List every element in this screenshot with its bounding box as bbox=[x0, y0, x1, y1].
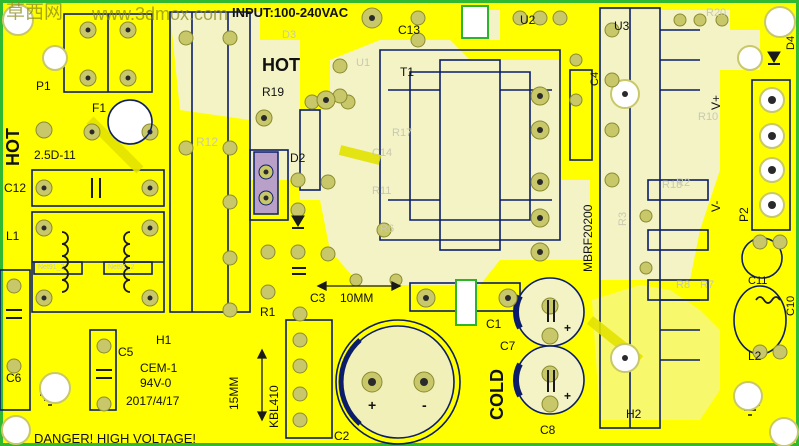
warning-label: DANGER! HIGH VOLTAGE! bbox=[34, 431, 197, 446]
diode-part-label: MBRF20200 bbox=[581, 204, 595, 272]
flammability-label: 94V-0 bbox=[140, 376, 172, 390]
designator-r20: R20 bbox=[706, 7, 727, 19]
net-label-left: Net91_2 bbox=[38, 264, 65, 271]
designator-r7: R7 bbox=[700, 279, 715, 291]
designator-r1: R1 bbox=[260, 305, 276, 319]
slot-fuse bbox=[110, 124, 150, 132]
fuse-rating-label: 2.5D-11 bbox=[34, 148, 76, 162]
designator-c1: C1 bbox=[486, 317, 502, 331]
electrolytic-caps bbox=[338, 277, 585, 439]
capacitor-symbols bbox=[6, 178, 555, 392]
date-label: 2017/4/17 bbox=[126, 394, 180, 408]
designator-c6: C6 bbox=[6, 371, 22, 385]
designator-l2: L2 bbox=[748, 349, 762, 363]
designator-c14: C14 bbox=[372, 147, 393, 159]
hot-label: HOT bbox=[262, 55, 300, 75]
designator-u2: U2 bbox=[520, 13, 536, 27]
designator-r6: R6 bbox=[380, 223, 395, 235]
watermark-url: www.3dmox.com bbox=[92, 4, 229, 24]
dimension-10mm-label: 10MM bbox=[340, 291, 374, 305]
designator-p2: P2 bbox=[737, 207, 751, 222]
net-label-right: Net91_2 bbox=[108, 264, 135, 271]
designator-c13: C13 bbox=[398, 23, 421, 37]
designator-h2: H2 bbox=[626, 407, 642, 421]
designator-r17: R17 bbox=[392, 127, 413, 139]
input-rating-label: INPUT:100-240VAC bbox=[232, 5, 349, 20]
designator-r3: R3 bbox=[617, 211, 629, 226]
designator-c8: C8 bbox=[540, 423, 556, 437]
dimension-arrows bbox=[256, 280, 402, 422]
designator-u1: U1 bbox=[356, 57, 371, 69]
designator-c5: C5 bbox=[118, 345, 134, 359]
designator-c12: C12 bbox=[4, 181, 27, 195]
c8-pos-mark: + bbox=[564, 389, 572, 403]
watermark-site-name: 草西网 bbox=[6, 2, 64, 23]
c2-neg-mark: - bbox=[422, 397, 427, 413]
designator-c2: C2 bbox=[334, 429, 350, 443]
designator-l1: L1 bbox=[6, 229, 20, 243]
designator-h1: H1 bbox=[156, 333, 172, 347]
designator-r12: R12 bbox=[196, 135, 219, 149]
designator-c10: C10 bbox=[785, 295, 797, 316]
output-positive-label: V+ bbox=[709, 94, 723, 110]
designator-u3: U3 bbox=[614, 19, 630, 33]
designator-d3: D3 bbox=[282, 29, 297, 41]
designator-c3: C3 bbox=[310, 291, 326, 305]
slot-top bbox=[461, 5, 489, 39]
component-outlines bbox=[0, 7, 791, 445]
dimension-15mm-label: 15MM bbox=[227, 376, 241, 410]
designator-r10: R10 bbox=[698, 111, 719, 123]
designator-r13: R13 bbox=[662, 179, 683, 191]
designator-t1: T1 bbox=[400, 65, 415, 79]
designator-c11: C11 bbox=[748, 275, 768, 287]
designator-p1: P1 bbox=[36, 79, 51, 93]
c7-pos-mark: + bbox=[564, 321, 572, 335]
f1-outline bbox=[107, 99, 153, 145]
designator-r19: R19 bbox=[262, 85, 285, 99]
c2-pos-mark: + bbox=[368, 397, 377, 413]
output-negative-label: V- bbox=[709, 200, 723, 212]
designator-r2: R2 bbox=[676, 177, 691, 189]
designator-c4: C4 bbox=[589, 71, 601, 86]
designator-c7: C7 bbox=[500, 339, 516, 353]
designator-f1: F1 bbox=[92, 101, 107, 115]
cold-label: COLD bbox=[487, 369, 507, 420]
hot-side-label: HOT bbox=[3, 128, 23, 166]
designator-r8: R8 bbox=[676, 279, 691, 291]
diode-symbol bbox=[291, 51, 781, 229]
rectifier-part-label: KBL410 bbox=[267, 385, 281, 428]
designator-d4: D4 bbox=[785, 35, 797, 50]
designator-d2: D2 bbox=[290, 151, 306, 165]
board-material-label: CEM-1 bbox=[140, 361, 178, 375]
choke-coil-symbols bbox=[61, 231, 781, 304]
designator-r11: R11 bbox=[372, 185, 392, 197]
slot-isolation bbox=[455, 279, 477, 326]
